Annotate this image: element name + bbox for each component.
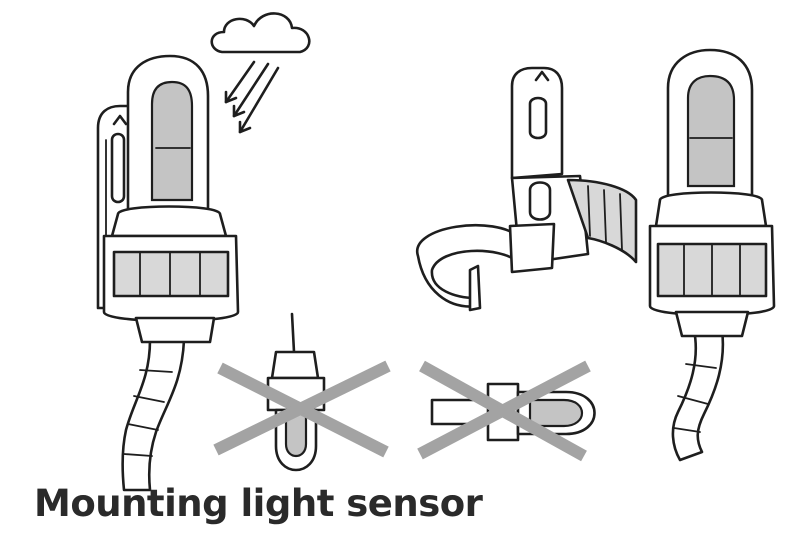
rain-cloud-icon: [210, 12, 311, 54]
diagram-caption: Mounting light sensor: [34, 482, 483, 525]
mounting-bracket-strap: [416, 66, 638, 312]
sensor-upside-down-incorrect: [266, 312, 326, 472]
rain-arrows-icon: [224, 60, 280, 134]
sensor-mounted-correct: [96, 54, 240, 492]
light-sensor-unit: [648, 48, 776, 462]
incorrect-mark-1: [213, 360, 391, 458]
incorrect-mark-2: [417, 360, 591, 462]
